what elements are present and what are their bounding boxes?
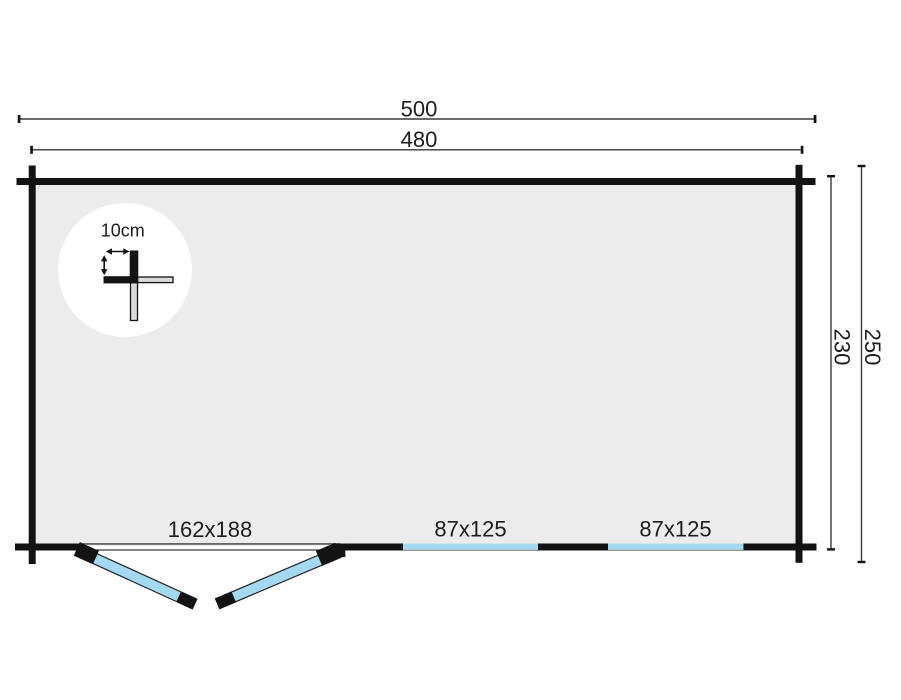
svg-text:10cm: 10cm (101, 221, 145, 241)
svg-text:480: 480 (401, 127, 438, 152)
svg-text:250: 250 (860, 329, 885, 366)
svg-text:87x125: 87x125 (639, 517, 711, 542)
svg-text:162x188: 162x188 (168, 517, 252, 542)
svg-text:230: 230 (830, 329, 855, 366)
svg-text:87x125: 87x125 (434, 517, 506, 542)
svg-text:500: 500 (401, 97, 438, 122)
